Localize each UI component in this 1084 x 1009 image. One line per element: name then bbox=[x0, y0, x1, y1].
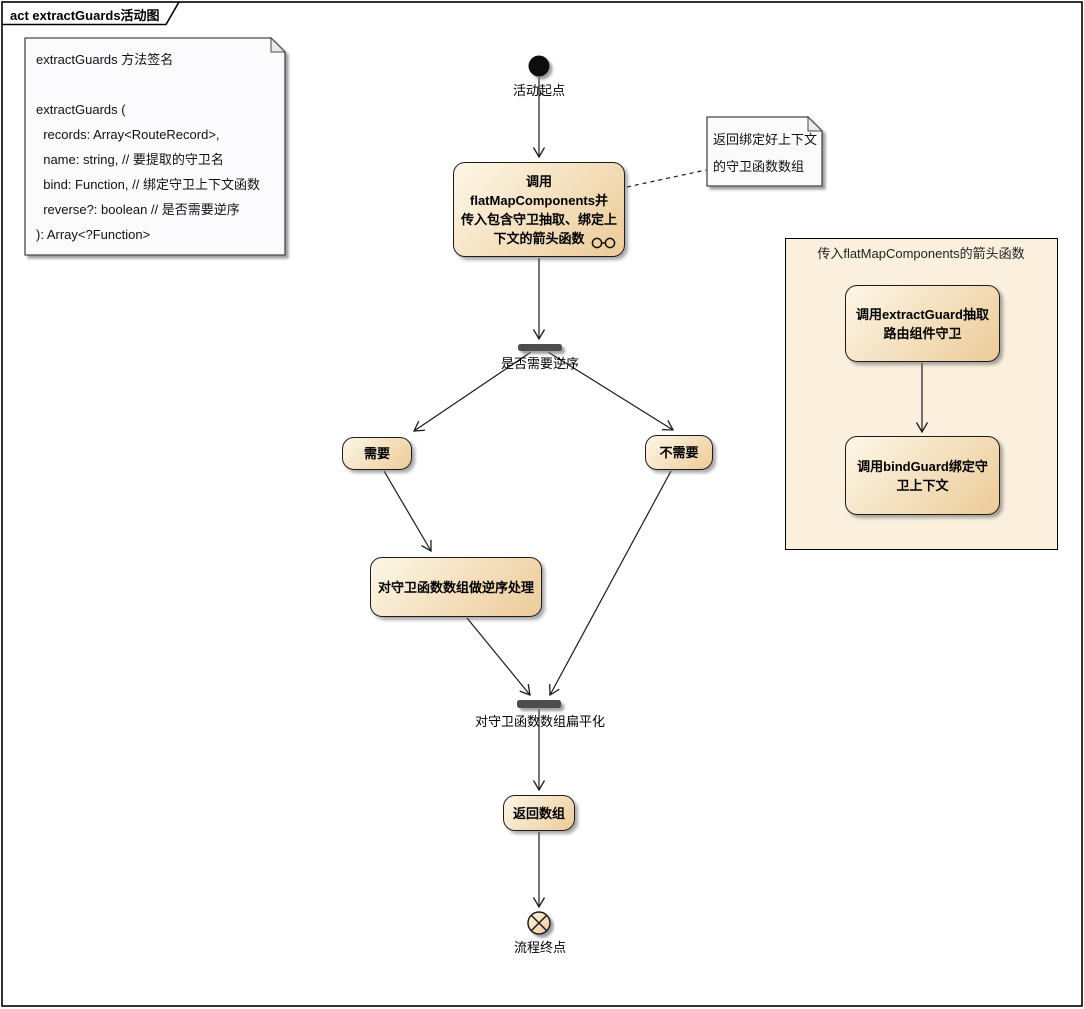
activity-reverse-guards: 对守卫函数数组做逆序处理 bbox=[370, 557, 542, 617]
signature-note bbox=[24, 37, 286, 256]
fork-question-label: 是否需要逆序 bbox=[500, 356, 580, 371]
activity-line: 调用extractGuard抽取 bbox=[856, 306, 989, 322]
signature-note-line: records: Array<RouteRecord>, bbox=[36, 127, 220, 142]
activity-line: 不需要 bbox=[659, 445, 699, 460]
activity-call-extractguard: 调用extractGuard抽取 路由组件守卫 bbox=[845, 285, 1000, 362]
edge-reverse-to-join bbox=[466, 617, 531, 697]
return-note-line: 返回绑定好上下文 bbox=[713, 132, 818, 147]
return-note-fold bbox=[807, 115, 824, 132]
fork-bar bbox=[518, 344, 562, 351]
activity-line: 需要 bbox=[363, 446, 390, 461]
activity-line: 路由组件守卫 bbox=[883, 325, 962, 341]
activity-line: 传入包含守卫抽取、绑定上 bbox=[460, 211, 617, 227]
link-icon bbox=[591, 237, 616, 249]
edge-fork-to-no-need bbox=[547, 351, 675, 431]
signature-note-line: extractGuards ( bbox=[36, 102, 126, 117]
join-bar bbox=[517, 700, 561, 708]
join-label: 对守卫函数数组扁平化 bbox=[474, 714, 606, 729]
activity-line: 调用bindGuard绑定守 bbox=[857, 458, 988, 474]
return-note-text: 返回绑定好上下文 的守卫函数数组 bbox=[713, 126, 817, 180]
flow-final-node bbox=[527, 911, 551, 935]
signature-note-line bbox=[36, 72, 260, 97]
signature-note-text: extractGuards 方法签名 extractGuards ( recor… bbox=[36, 47, 260, 247]
activity-need: 需要 bbox=[342, 437, 412, 470]
activity-line: 下文的箭头函数 bbox=[493, 230, 585, 246]
flow-edges bbox=[383, 77, 929, 909]
activity-no-need: 不需要 bbox=[645, 435, 713, 470]
edge-fork-to-need bbox=[412, 351, 532, 432]
initial-node-label: 活动起点 bbox=[512, 83, 566, 98]
activity-call-flatmapcomponents: 调用 flatMapComponents并 传入包含守卫抽取、绑定上 下文的箭头… bbox=[453, 162, 625, 257]
signature-note-line: bind: Function, // 绑定守卫上下文函数 bbox=[36, 177, 260, 192]
activity-line: flatMapComponents并 bbox=[470, 192, 608, 208]
signature-note-line: reverse?: boolean // 是否需要逆序 bbox=[36, 202, 240, 217]
activity-line: 调用 bbox=[525, 173, 552, 189]
frame-title-tab bbox=[2, 1, 180, 26]
signature-note-fold bbox=[270, 36, 287, 53]
return-note-line: 的守卫函数数组 bbox=[713, 159, 805, 174]
return-note bbox=[706, 116, 823, 187]
signature-note-line: extractGuards 方法签名 bbox=[36, 52, 174, 67]
diagram-title: act extractGuards活动图 bbox=[10, 8, 160, 23]
partition-title: 传入flatMapComponents的箭头函数 bbox=[817, 246, 1025, 261]
activity-line: 卫上下文 bbox=[896, 477, 949, 493]
activity-line: 对守卫函数数组做逆序处理 bbox=[377, 579, 534, 595]
edge-need-to-reverse bbox=[383, 470, 432, 553]
signature-note-line: name: string, // 要提取的守卫名 bbox=[36, 152, 224, 167]
initial-node bbox=[528, 55, 550, 77]
activity-call-bindguard: 调用bindGuard绑定守 卫上下文 bbox=[845, 436, 1000, 515]
note-connector-dashed bbox=[626, 169, 707, 188]
signature-note-line: ): Array<?Function> bbox=[36, 227, 151, 242]
activity-line: 返回数组 bbox=[512, 805, 565, 821]
activity-return-array: 返回数组 bbox=[503, 795, 575, 831]
edge-no-need-to-join bbox=[549, 470, 672, 697]
flow-final-label: 流程终点 bbox=[513, 940, 567, 955]
